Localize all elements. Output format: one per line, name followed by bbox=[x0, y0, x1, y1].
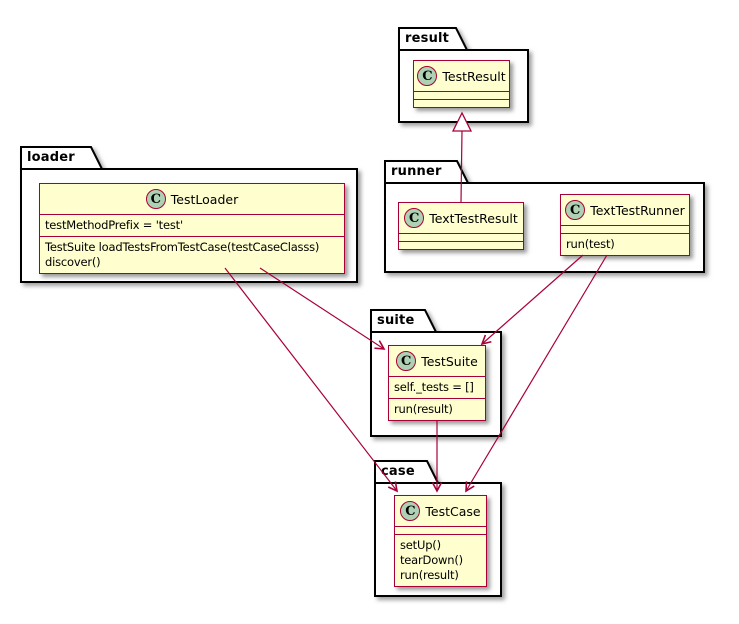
attributes-compartment bbox=[414, 91, 509, 99]
attributes-compartment bbox=[561, 225, 689, 233]
class-node-testloader: C TestLoader testMethodPrefix = 'test' T… bbox=[39, 183, 345, 274]
class-title: C TextTestRunner bbox=[561, 195, 689, 225]
attribute-line: testMethodPrefix = 'test' bbox=[45, 218, 183, 232]
edge-texttestresult-inherits-testresult bbox=[451, 111, 473, 203]
class-title: C TestResult bbox=[414, 61, 509, 91]
method-line: run(result) bbox=[394, 401, 453, 416]
class-stereotype-icon: C bbox=[404, 208, 425, 228]
package-label-runner: runner bbox=[391, 164, 442, 179]
method-line: run(test) bbox=[566, 237, 615, 251]
method-line: tearDown() bbox=[400, 552, 463, 567]
class-node-texttestresult: C TextTestResult bbox=[398, 202, 524, 250]
edge-texttestrunner-to-testsuite bbox=[482, 254, 584, 344]
class-stereotype-icon: C bbox=[400, 501, 421, 521]
class-name: TestSuite bbox=[421, 353, 478, 369]
class-name: TestResult bbox=[442, 68, 506, 84]
attributes-compartment bbox=[395, 526, 486, 534]
class-stereotype-icon: C bbox=[565, 200, 586, 220]
class-title: C TextTestResult bbox=[399, 203, 523, 233]
method-line: setUp() bbox=[400, 538, 441, 552]
class-name: TextTestResult bbox=[429, 210, 518, 226]
class-title: C TestSuite bbox=[389, 346, 485, 376]
class-name: TestLoader bbox=[170, 191, 239, 207]
class-node-texttestrunner: C TextTestRunner run(test) bbox=[560, 194, 690, 256]
class-node-testsuite: C TestSuite self._tests = [] run(result) bbox=[388, 345, 486, 421]
package-label-suite: suite bbox=[377, 313, 415, 328]
method-line: run(result) bbox=[400, 567, 459, 582]
class-title: C TestLoader bbox=[40, 184, 344, 214]
package-label-case: case bbox=[381, 464, 415, 479]
method-line: discover() bbox=[45, 254, 101, 269]
class-stereotype-icon: C bbox=[396, 351, 417, 371]
attributes-compartment: testMethodPrefix = 'test' bbox=[40, 214, 344, 236]
attributes-compartment bbox=[399, 233, 523, 241]
methods-compartment: TestSuite loadTestsFromTestCase(testCase… bbox=[40, 235, 344, 273]
class-node-testresult: C TestResult bbox=[413, 60, 510, 108]
package-label-loader: loader bbox=[27, 150, 75, 165]
class-name: TestCase bbox=[425, 503, 481, 519]
methods-compartment: run(result) bbox=[389, 397, 485, 420]
class-stereotype-icon: C bbox=[145, 189, 166, 209]
class-node-testcase: C TestCase setUp() tearDown() run(result… bbox=[394, 495, 487, 587]
attribute-line: self._tests = [] bbox=[394, 380, 474, 394]
attributes-compartment: self._tests = [] bbox=[389, 376, 485, 398]
methods-compartment: setUp() tearDown() run(result) bbox=[395, 534, 486, 586]
methods-compartment: run(test) bbox=[561, 233, 689, 255]
methods-compartment bbox=[399, 241, 523, 249]
class-name: TextTestRunner bbox=[590, 202, 685, 218]
class-stereotype-icon: C bbox=[417, 66, 438, 86]
method-line: TestSuite loadTestsFromTestCase(testCase… bbox=[45, 239, 320, 254]
edge-testloader-to-testcase bbox=[224, 267, 397, 491]
inheritance-triangle-icon bbox=[451, 111, 473, 132]
package-label-result: result bbox=[405, 31, 450, 46]
edge-testloader-to-testsuite bbox=[259, 267, 384, 349]
class-title: C TestCase bbox=[395, 496, 486, 526]
edge-texttestrunner-to-testcase bbox=[466, 254, 608, 491]
methods-compartment bbox=[414, 99, 509, 107]
